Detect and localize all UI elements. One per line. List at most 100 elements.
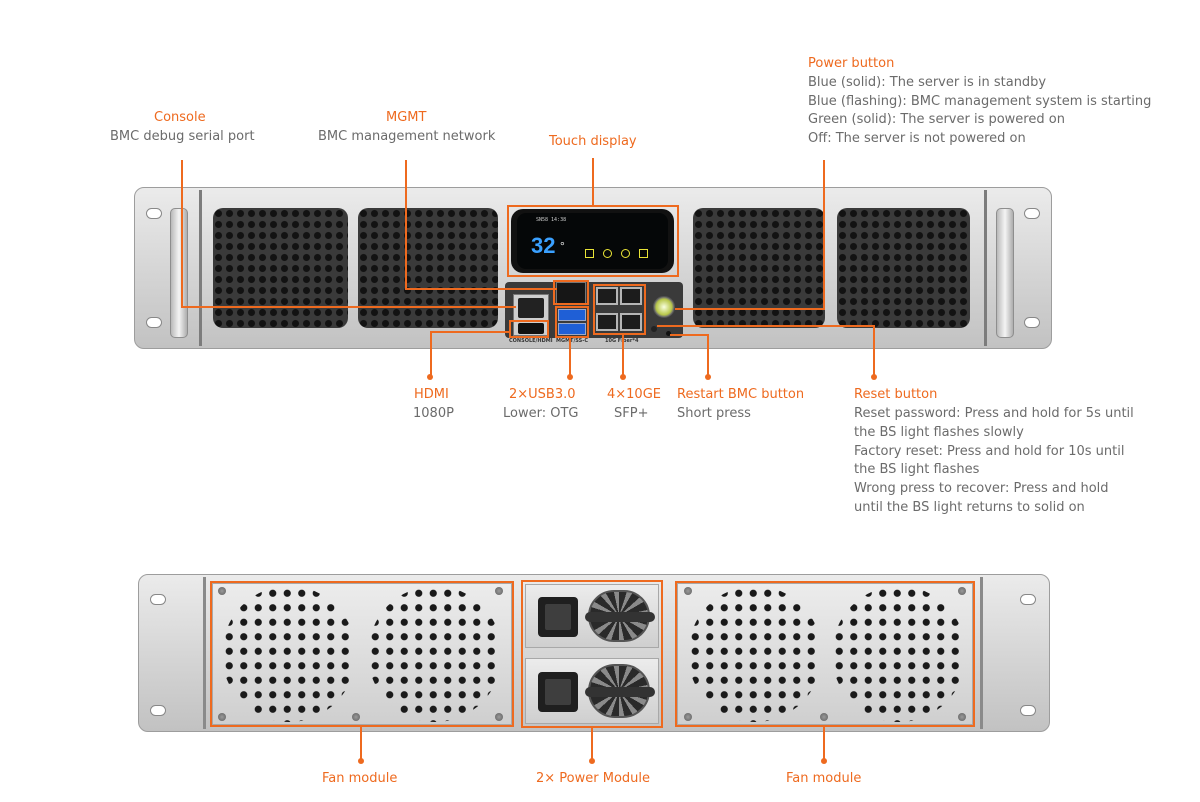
power-button-line: Green (solid): The server is powered on: [808, 112, 1065, 127]
fan-left-leader: [360, 727, 362, 761]
reset-title: Reset button: [854, 387, 938, 402]
rack-ear-hole: [1024, 317, 1040, 328]
restart-bmc-desc: Short press: [677, 406, 751, 421]
rack-handle-left: [170, 208, 188, 338]
rack-ear-hole: [1020, 594, 1036, 605]
screw: [684, 587, 692, 595]
fan-right-leader-dot: [821, 758, 827, 764]
front-bezel-edge: [984, 190, 987, 346]
rack-handle-right: [996, 208, 1014, 338]
power-button-line: Off: The server is not powered on: [808, 131, 1026, 146]
hdmi-port[interactable]: [518, 323, 544, 334]
hdmi-title: HDMI: [414, 387, 449, 402]
sfp-title: 4×10GE: [607, 387, 661, 402]
console-port[interactable]: [518, 298, 544, 318]
reset-line: until the BS light returns to solid on: [854, 500, 1085, 515]
sfp-highlight: [593, 284, 646, 335]
power-module-leader-dot: [589, 758, 595, 764]
console-title: Console: [154, 110, 206, 125]
screw: [495, 587, 503, 595]
usb-leader: [569, 336, 571, 377]
usb-highlight: [555, 306, 589, 338]
power-button-leader: [823, 160, 825, 310]
front-vent-grille: [837, 208, 970, 328]
touch-display-leader: [592, 158, 594, 206]
screw: [218, 713, 226, 721]
screw: [820, 713, 828, 721]
fan-right-title: Fan module: [786, 771, 862, 786]
restart-bmc-leader-dot: [705, 374, 711, 380]
mgmt-leader: [405, 288, 557, 290]
fan-left-title: Fan module: [322, 771, 398, 786]
usb-port-lower[interactable]: [558, 323, 586, 335]
reset-line: the BS light flashes: [854, 462, 980, 477]
screen-icon[interactable]: [639, 249, 648, 258]
fan-module-left-highlight: [210, 581, 514, 727]
usb-port-upper[interactable]: [558, 309, 586, 321]
console-leader: [181, 306, 516, 308]
screen-header: SN58 14:38: [536, 217, 567, 223]
rack-ear-hole: [146, 317, 162, 328]
hdmi-highlight: [509, 320, 549, 338]
reset-line: Reset password: Press and hold for 5s un…: [854, 406, 1134, 421]
rack-ear-hole: [150, 705, 166, 716]
screen-temperature-unit: °: [560, 239, 565, 253]
reset-button[interactable]: [666, 331, 671, 336]
power-button-title: Power button: [808, 56, 895, 71]
touch-display-highlight: [507, 205, 679, 277]
rack-ear-hole: [1024, 208, 1040, 219]
reset-line: Wrong press to recover: Press and hold: [854, 481, 1109, 496]
silk-console-hdmi: CONSOLE/HDMI: [509, 338, 553, 344]
usb-title: 2×USB3.0: [509, 387, 576, 402]
front-vent-grille: [213, 208, 348, 328]
console-leader: [181, 160, 183, 308]
fan-grille: [368, 586, 502, 722]
console-desc: BMC debug serial port: [110, 129, 255, 144]
sfp-port[interactable]: [596, 313, 618, 331]
ac-inlet-socket: [545, 679, 571, 705]
reset-line: Factory reset: Press and hold for 10s un…: [854, 444, 1125, 459]
mgmt-highlight: [553, 280, 589, 305]
usb-leader-dot: [567, 374, 573, 380]
reset-line: the BS light flashes slowly: [854, 425, 1024, 440]
screw: [495, 713, 503, 721]
power-button-leader: [675, 308, 825, 310]
sfp-port[interactable]: [596, 287, 618, 305]
sfp-desc: SFP+: [614, 406, 649, 421]
power-button[interactable]: [653, 296, 675, 318]
silk-10g-fiber: 10G Fiber*4: [605, 338, 639, 344]
front-vent-grille: [358, 208, 498, 328]
screen-temperature: 32: [531, 233, 556, 258]
psu-handle-upper[interactable]: [585, 612, 655, 622]
silk-mgmt-ss: MGMT/SS-C: [556, 338, 589, 344]
hdmi-leader: [430, 331, 510, 333]
fan-right-leader: [823, 727, 825, 761]
screen-icon[interactable]: [621, 249, 630, 258]
screen-icon[interactable]: [603, 249, 612, 258]
mgmt-desc: BMC management network: [318, 129, 496, 144]
screw: [218, 587, 226, 595]
restart-bmc-leader: [670, 334, 709, 336]
ac-inlet-socket: [545, 604, 571, 630]
power-button-line: Blue (solid): The server is in standby: [808, 75, 1047, 90]
touch-display[interactable]: SN58 14:38 32 °: [511, 209, 674, 273]
restart-bmc-leader: [707, 334, 709, 377]
mgmt-title: MGMT: [386, 110, 427, 125]
front-vent-grille: [693, 208, 825, 328]
usb-desc: Lower: OTG: [503, 406, 579, 421]
sfp-port[interactable]: [620, 313, 642, 331]
reset-leader-dot: [871, 374, 877, 380]
psu-handle-lower[interactable]: [585, 687, 655, 697]
rear-bezel-edge: [980, 577, 983, 729]
fan-module-right-highlight: [675, 581, 975, 727]
rack-ear-hole: [1020, 705, 1036, 716]
screw: [352, 713, 360, 721]
reset-leader: [657, 325, 875, 327]
rear-bezel-edge: [203, 577, 206, 729]
front-bezel-edge: [199, 190, 202, 346]
hdmi-leader-dot: [427, 374, 433, 380]
restart-bmc-button[interactable]: [651, 326, 657, 332]
sfp-port[interactable]: [620, 287, 642, 305]
rack-ear-hole: [150, 594, 166, 605]
screen-icon[interactable]: [585, 249, 594, 258]
